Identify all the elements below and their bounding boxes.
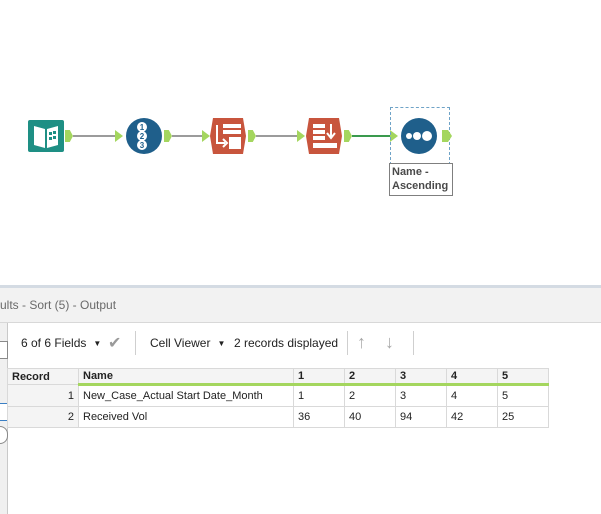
sort-tool[interactable] — [305, 117, 343, 155]
side-tab-button[interactable] — [0, 426, 8, 444]
toolbar-separator — [347, 331, 348, 355]
results-grid[interactable]: Record Name 1 2 3 4 5 1 New_Case_Actual … — [7, 368, 549, 428]
panel-border — [0, 285, 601, 288]
dots-icon — [401, 118, 437, 154]
arrow-up-icon[interactable]: ↑ — [357, 332, 366, 352]
table-cell[interactable]: 3 — [395, 384, 447, 407]
input-anchor[interactable] — [297, 130, 305, 142]
results-panel: ults - Sort (5) - Output 6 of 6 Fields ▼ … — [0, 285, 601, 514]
table-cell[interactable]: 94 — [395, 406, 447, 428]
browse-tool[interactable] — [400, 117, 438, 155]
cell-viewer-dropdown[interactable]: Cell Viewer ▼ — [150, 336, 225, 350]
input-data-tool[interactable] — [28, 118, 64, 154]
results-toolbar: 6 of 6 Fields ▼ ✔ Cell Viewer ▼ 2 records … — [7, 325, 601, 363]
record-number: 1 — [7, 384, 79, 407]
table-cell[interactable]: Received Vol — [78, 406, 294, 428]
side-tab-button[interactable] — [0, 341, 8, 359]
sort-icon — [306, 118, 342, 154]
table-cell[interactable]: 40 — [344, 406, 396, 428]
select-records-tool[interactable] — [209, 117, 247, 155]
column-header[interactable]: 1 — [293, 368, 345, 386]
input-anchor[interactable] — [115, 130, 123, 142]
output-anchor[interactable] — [442, 130, 452, 142]
checkmark-icon[interactable]: ✔ — [108, 335, 122, 352]
output-anchor[interactable] — [164, 130, 172, 142]
input-anchor[interactable] — [202, 130, 210, 142]
toolbar-separator — [413, 331, 414, 355]
table-cell[interactable]: 4 — [446, 384, 498, 407]
connection-line — [256, 135, 297, 137]
table-cell[interactable]: 2 — [344, 384, 396, 407]
column-header[interactable]: 5 — [497, 368, 549, 386]
record-number: 2 — [7, 406, 79, 428]
arrow-down-icon[interactable]: ↓ — [385, 332, 394, 352]
table-row[interactable]: 1 New_Case_Actual Start Date_Month 1 2 3… — [7, 384, 549, 407]
fields-label: 6 of 6 Fields — [21, 336, 87, 350]
table-cell[interactable]: 42 — [446, 406, 498, 428]
column-header[interactable]: Record — [7, 368, 79, 385]
fields-dropdown[interactable]: 6 of 6 Fields ▼ — [21, 336, 101, 350]
table-cell[interactable]: 1 — [293, 384, 345, 407]
connection-line — [352, 135, 390, 137]
column-header[interactable]: 4 — [446, 368, 498, 386]
table-select-icon — [210, 118, 246, 154]
chevron-down-icon: ▼ — [93, 339, 102, 348]
input-anchor[interactable] — [390, 130, 398, 142]
table-cell[interactable]: 5 — [497, 384, 549, 407]
connection-line — [73, 135, 115, 137]
chevron-down-icon: ▼ — [217, 339, 226, 348]
workflow-canvas[interactable]: 1 2 3 — [0, 0, 601, 285]
results-title-bar: ults - Sort (5) - Output — [0, 288, 601, 323]
column-header[interactable]: Name — [78, 368, 294, 386]
column-header[interactable]: 3 — [395, 368, 447, 386]
output-anchor[interactable] — [344, 130, 352, 142]
svg-text:3: 3 — [140, 141, 145, 150]
records-displayed: 2 records displayed — [234, 336, 339, 350]
output-anchor[interactable] — [65, 130, 73, 142]
table-cell[interactable]: 36 — [293, 406, 345, 428]
table-row[interactable]: 2 Received Vol 36 40 94 42 25 — [7, 406, 549, 428]
numbered-list-icon: 1 2 3 — [126, 118, 162, 154]
connection-line — [172, 135, 202, 137]
toolbar-separator — [135, 331, 136, 355]
svg-text:1: 1 — [140, 123, 145, 132]
tool-annotation: Name - Ascending — [389, 163, 453, 196]
svg-text:2: 2 — [140, 132, 145, 141]
table-cell[interactable]: New_Case_Actual Start Date_Month — [78, 384, 294, 407]
record-id-tool[interactable]: 1 2 3 — [125, 117, 163, 155]
output-anchor[interactable] — [248, 130, 256, 142]
column-header[interactable]: 2 — [344, 368, 396, 386]
book-icon — [28, 120, 64, 152]
cell-viewer-label: Cell Viewer — [150, 336, 211, 350]
header-row: Record Name 1 2 3 4 5 — [7, 368, 549, 386]
results-title: ults - Sort (5) - Output — [0, 298, 117, 312]
table-cell[interactable]: 25 — [497, 406, 549, 428]
